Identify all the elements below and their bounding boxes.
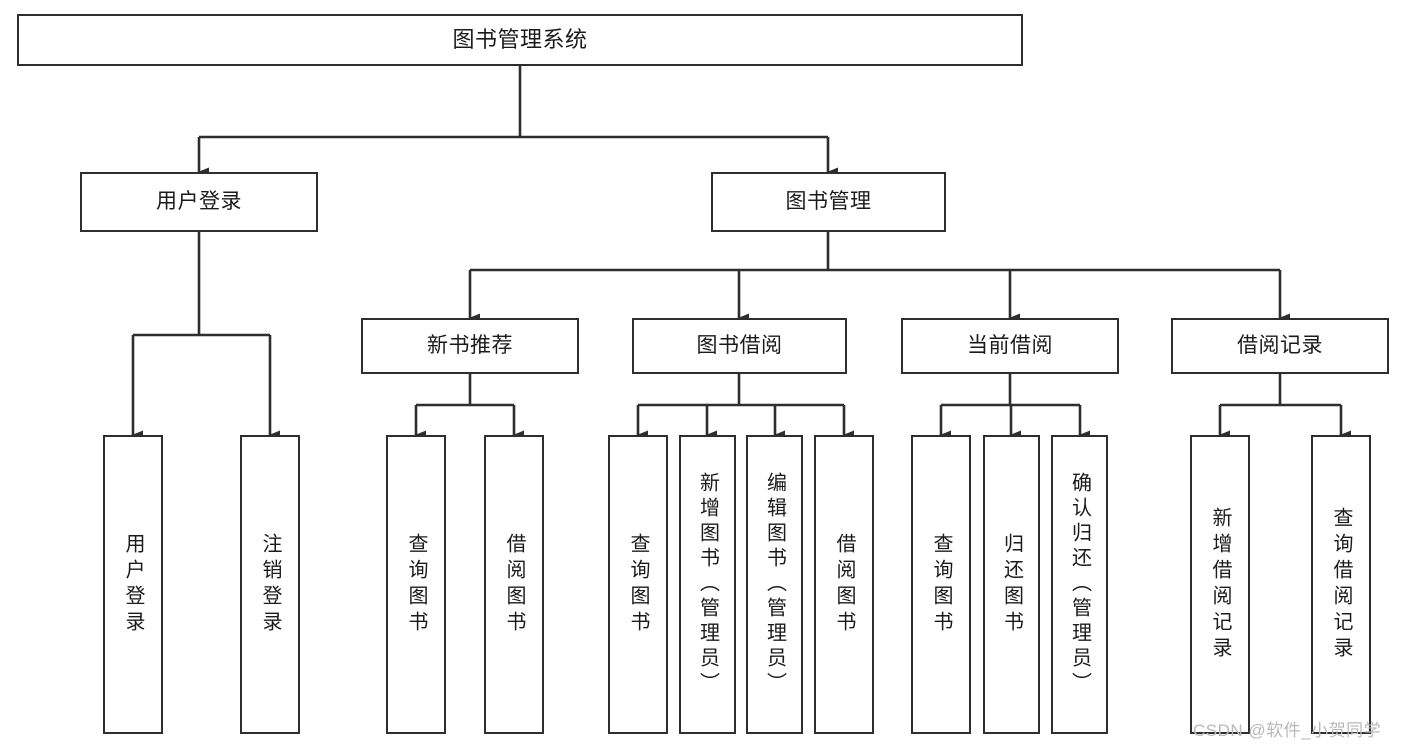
leaf-add-borrow-record-label: 新增借阅记录 — [1209, 506, 1231, 663]
leaf-borrow-book[interactable]: 借阅图书 — [814, 435, 874, 734]
leaf-query-borrow-record-label: 查询借阅记录 — [1330, 506, 1352, 663]
leaf-borrow-book-new[interactable]: 借阅图书 — [484, 435, 544, 734]
node-borrow-record-label: 借阅记录 — [1237, 333, 1323, 357]
node-book-management[interactable]: 图书管理 — [711, 172, 946, 232]
leaf-query-book-borrow[interactable]: 查询图书 — [608, 435, 668, 734]
node-root-label: 图书管理系统 — [452, 27, 588, 53]
leaf-query-book-new-label: 查询图书 — [405, 532, 427, 637]
leaf-edit-book-admin-label: 编辑图书（管理员） — [763, 472, 786, 697]
node-new-book-recommend-label: 新书推荐 — [427, 333, 513, 357]
leaf-user-logout-label: 注销登录 — [259, 532, 281, 637]
leaf-confirm-return-admin-label: 确认归还（管理员） — [1068, 472, 1091, 697]
leaf-query-book-current-label: 查询图书 — [930, 532, 952, 637]
leaf-user-logout[interactable]: 注销登录 — [240, 435, 300, 734]
leaf-edit-book-admin[interactable]: 编辑图书（管理员） — [746, 435, 803, 734]
node-root[interactable]: 图书管理系统 — [17, 14, 1023, 66]
leaf-return-book[interactable]: 归还图书 — [983, 435, 1040, 734]
leaf-add-borrow-record[interactable]: 新增借阅记录 — [1190, 435, 1250, 734]
node-user-login[interactable]: 用户登录 — [80, 172, 318, 232]
node-new-book-recommend[interactable]: 新书推荐 — [361, 318, 579, 374]
leaf-add-book-admin[interactable]: 新增图书（管理员） — [679, 435, 736, 734]
leaf-query-book-borrow-label: 查询图书 — [627, 532, 649, 637]
node-book-management-label: 图书管理 — [785, 189, 872, 213]
leaf-borrow-book-label: 借阅图书 — [833, 532, 855, 637]
leaf-user-login[interactable]: 用户登录 — [103, 435, 163, 734]
node-book-borrow-label: 图书借阅 — [696, 333, 783, 357]
node-book-borrow[interactable]: 图书借阅 — [632, 318, 847, 374]
csdn-watermark: CSDN @软件_小贺同学 — [1193, 721, 1382, 740]
leaf-query-borrow-record[interactable]: 查询借阅记录 — [1311, 435, 1371, 734]
leaf-borrow-book-new-label: 借阅图书 — [503, 532, 525, 637]
node-borrow-record[interactable]: 借阅记录 — [1171, 318, 1389, 374]
leaf-query-book-new[interactable]: 查询图书 — [386, 435, 446, 734]
node-current-borrow-label: 当前借阅 — [967, 333, 1053, 357]
leaf-return-book-label: 归还图书 — [1000, 532, 1023, 637]
leaf-confirm-return-admin[interactable]: 确认归还（管理员） — [1051, 435, 1108, 734]
leaf-add-book-admin-label: 新增图书（管理员） — [696, 472, 719, 697]
leaf-user-login-label: 用户登录 — [122, 532, 144, 637]
node-user-login-label: 用户登录 — [156, 189, 242, 213]
node-current-borrow[interactable]: 当前借阅 — [901, 318, 1119, 374]
leaf-query-book-current[interactable]: 查询图书 — [911, 435, 971, 734]
